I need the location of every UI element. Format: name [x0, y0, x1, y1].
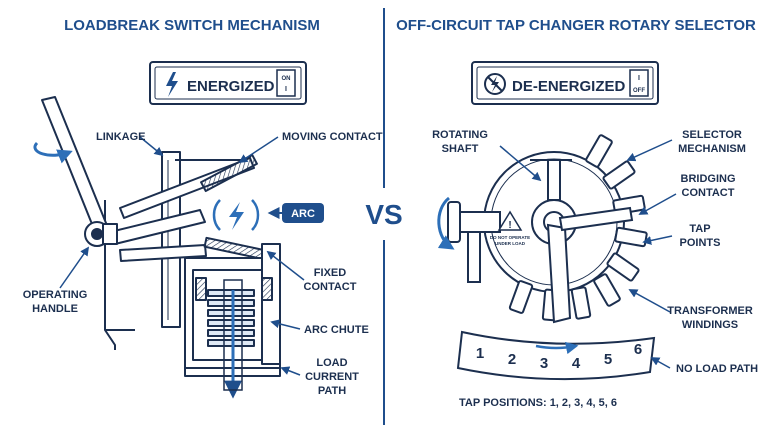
- bridging-contact-label-2: CONTACT: [682, 187, 735, 199]
- lightning-icon: [166, 72, 178, 97]
- arc-label: ARC: [291, 208, 315, 220]
- arc-badge: [282, 203, 324, 223]
- moving-contact: [200, 153, 258, 193]
- dial-number-6: 6: [634, 341, 642, 358]
- handle-rotation-arrow: [33, 141, 73, 164]
- selector-mechanism-label-2: MECHANISM: [678, 143, 746, 155]
- bridging-contact-label-1: BRIDGING: [681, 173, 736, 185]
- svg-text:OFF: OFF: [633, 88, 645, 94]
- left-title: LOADBREAK SWITCH MECHANISM: [64, 17, 320, 34]
- dial-number-3: 3: [540, 355, 548, 372]
- rotary-selector: [447, 134, 648, 324]
- selector-arm: [546, 223, 572, 324]
- svg-text:I: I: [285, 86, 287, 93]
- operating-handle-label-1: OPERATING: [23, 289, 88, 301]
- operating-handle-lever: [41, 96, 109, 235]
- toggle-switch-on: [276, 69, 296, 97]
- rotating-shaft-label-1: ROTATING: [432, 129, 488, 141]
- svg-text:I: I: [638, 75, 640, 82]
- arc-lightning-icon: [229, 202, 244, 230]
- loadbreak-mechanism: [41, 96, 281, 377]
- svg-text:ON: ON: [282, 76, 291, 82]
- moving-contact-label: MOVING CONTACT: [282, 131, 383, 143]
- arc-chute-label: ARC CHUTE: [304, 324, 369, 336]
- operating-handle-label-2: HANDLE: [32, 303, 78, 315]
- dial-number-5: 5: [604, 351, 612, 368]
- mechanism-frame: [104, 200, 135, 350]
- no-power-icon: [484, 73, 506, 95]
- shaft-rotation-arrow: [437, 196, 455, 250]
- svg-text:DO NOT OPERATE: DO NOT OPERATE: [490, 235, 530, 240]
- load-current-label-2: CURRENT: [305, 371, 359, 383]
- fixed-contact-label-1: FIXED: [314, 267, 346, 279]
- tap-points-label-1: TAP: [689, 223, 710, 235]
- de-energized-status-box: DE-ENERGIZED I OFF: [471, 61, 659, 105]
- arc-symbol: [212, 199, 260, 231]
- energized-status-box: ENERGIZED ON I: [149, 61, 307, 105]
- rotating-shaft-label-2: SHAFT: [442, 143, 479, 155]
- load-current-label-1: LOAD: [316, 357, 347, 369]
- load-current-label-3: PATH: [318, 385, 346, 397]
- left-callout-lines: [59, 136, 305, 376]
- linkage-label: LINKAGE: [96, 131, 146, 143]
- svg-text:UNDER LOAD: UNDER LOAD: [495, 241, 526, 246]
- no-load-path-label: NO LOAD PATH: [676, 363, 758, 375]
- tap-points-label-2: POINTS: [680, 237, 721, 249]
- warning-icon: [497, 210, 523, 231]
- fixed-contact-bar: [261, 243, 281, 365]
- dial-number-4: 4: [572, 355, 581, 372]
- selector-mechanism-label-1: SELECTOR: [682, 129, 742, 141]
- fixed-contact-label-2: CONTACT: [304, 281, 357, 293]
- dial-indicator-arrow: [535, 341, 579, 355]
- dial-number-1: 1: [476, 345, 484, 362]
- right-title: OFF-CIRCUIT TAP CHANGER ROTARY SELECTOR: [396, 17, 756, 34]
- tap-contacts: [508, 134, 648, 322]
- right-callout-lines: [499, 139, 677, 369]
- frame-post: [161, 151, 181, 328]
- arc-chute-plates: [207, 289, 255, 347]
- toggle-switch-off: [629, 69, 649, 97]
- tap-position-dial: [456, 330, 656, 381]
- svg-text:!: !: [508, 220, 511, 231]
- dial-number-2: 2: [508, 351, 516, 368]
- transformer-windings-label-2: WINDINGS: [682, 319, 738, 331]
- moving-blade: [203, 236, 267, 261]
- tap-positions-caption: TAP POSITIONS: 1, 2, 3, 4, 5, 6: [459, 397, 617, 409]
- bridging-arm: [558, 206, 634, 232]
- de-energized-label: DE-ENERGIZED: [512, 78, 626, 95]
- vs-label: VS: [365, 199, 402, 230]
- transformer-windings-label-1: TRANSFORMER: [667, 305, 753, 317]
- energized-label: ENERGIZED: [187, 78, 275, 95]
- warning-sign: ! DO NOT OPERATE UNDER LOAD: [490, 210, 530, 246]
